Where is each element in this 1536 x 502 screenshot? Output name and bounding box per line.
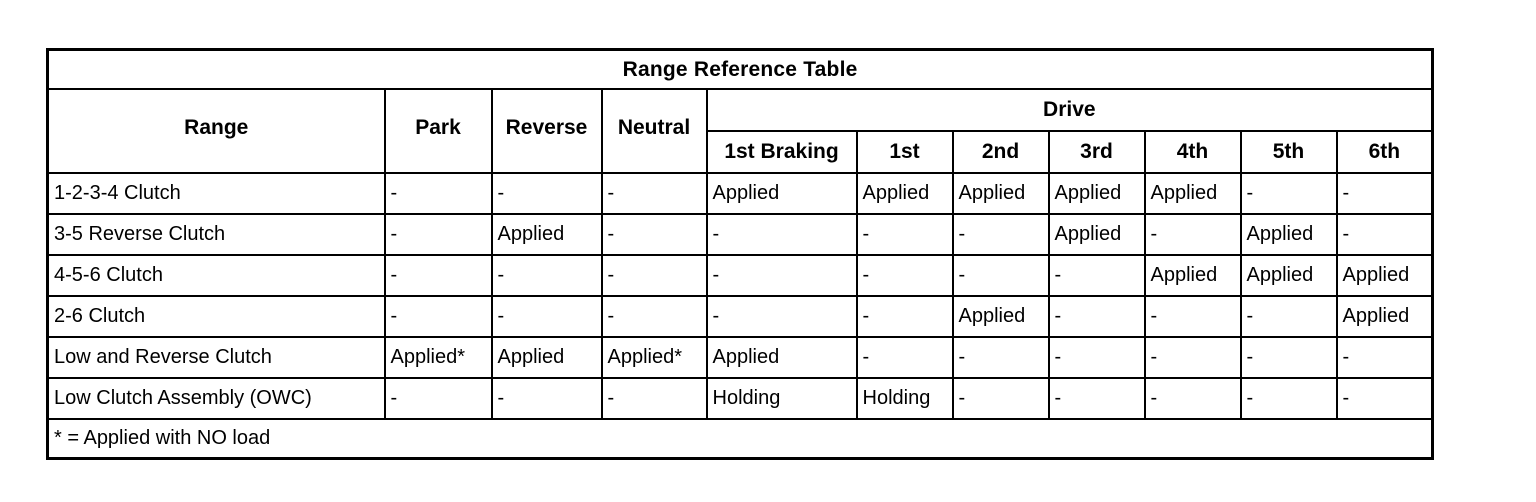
column-header-6th: 6th [1335, 129, 1434, 174]
table-cell: - [1047, 376, 1146, 420]
table-row: 2-6 Clutch - - - - - Applied - - - Appli… [46, 294, 1434, 338]
table-cell: - [1239, 335, 1338, 379]
table-footnote: * = Applied with NO load [46, 417, 1434, 460]
table-row: Low Clutch Assembly (OWC) - - - Holding … [46, 376, 1434, 420]
table-cell: - [490, 294, 603, 338]
table-row: 4-5-6 Clutch - - - - - - - Applied Appli… [46, 253, 1434, 297]
column-header-neutral: Neutral [600, 87, 708, 174]
table-cell: - [705, 212, 858, 256]
table-cell: - [1335, 212, 1434, 256]
column-group-header-drive: Drive [705, 87, 1434, 132]
table-cell: - [855, 294, 954, 338]
table-cell: - [855, 212, 954, 256]
table-cell: Applied [1047, 212, 1146, 256]
table-cell: - [600, 294, 708, 338]
table-cell: - [855, 253, 954, 297]
table-cell: - [600, 376, 708, 420]
table-row: 3-5 Reverse Clutch - Applied - - - - App… [46, 212, 1434, 256]
table-cell: - [1239, 171, 1338, 215]
table-cell: - [1335, 376, 1434, 420]
table-cell: Applied [951, 171, 1050, 215]
table-cell: Holding [705, 376, 858, 420]
table-cell: - [1335, 335, 1434, 379]
column-header-3rd: 3rd [1047, 129, 1146, 174]
table-cell: - [1335, 171, 1434, 215]
table-title: Range Reference Table [46, 48, 1434, 90]
column-header-4th: 4th [1143, 129, 1242, 174]
table-cell: - [490, 171, 603, 215]
table-cell: - [600, 171, 708, 215]
table-subheader-row: 1st Braking 1st 2nd 3rd 4th 5th 6th [48, 129, 1434, 174]
row-label: Low Clutch Assembly (OWC) [46, 376, 386, 420]
table-cell: Applied* [600, 335, 708, 379]
range-reference-table-container: Range Reference Table Range Park Reverse… [46, 48, 1435, 460]
table-row: 1-2-3-4 Clutch - - - Applied Applied App… [46, 171, 1434, 215]
table-cell: - [383, 294, 493, 338]
row-label: Low and Reverse Clutch [46, 335, 386, 379]
table-footnote-row: * = Applied with NO load [46, 417, 1434, 460]
table-cell: Applied [1335, 253, 1434, 297]
table-cell: - [1143, 294, 1242, 338]
table-cell: - [855, 335, 954, 379]
table-cell: - [1143, 376, 1242, 420]
table-cell: Applied [490, 212, 603, 256]
table-row: Low and Reverse Clutch Applied* Applied … [46, 335, 1434, 379]
table-cell: - [490, 376, 603, 420]
table-cell: - [1239, 376, 1338, 420]
table-cell: - [705, 253, 858, 297]
table-cell: - [600, 253, 708, 297]
table-cell: Applied [855, 171, 954, 215]
table-cell: - [490, 253, 603, 297]
table-cell: - [951, 253, 1050, 297]
table-cell: - [1143, 212, 1242, 256]
table-cell: - [1143, 335, 1242, 379]
table-cell: Applied [490, 335, 603, 379]
table-cell: Applied [705, 171, 858, 215]
table-cell: Applied [1239, 253, 1338, 297]
column-header-range: Range [46, 87, 386, 174]
column-header-reverse: Reverse [490, 87, 603, 174]
table-cell: - [951, 376, 1050, 420]
row-label: 2-6 Clutch [46, 294, 386, 338]
table-cell: Applied [951, 294, 1050, 338]
table-cell: - [1047, 253, 1146, 297]
table-cell: - [1047, 294, 1146, 338]
table-cell: - [951, 212, 1050, 256]
table-cell: - [1047, 335, 1146, 379]
table-cell: - [705, 294, 858, 338]
table-cell: Applied [1143, 253, 1242, 297]
table-cell: Holding [855, 376, 954, 420]
table-cell: - [1239, 294, 1338, 338]
column-header-park: Park [383, 87, 493, 174]
table-body: Range Reference Table Range Park Reverse… [46, 48, 1434, 460]
table-cell: Applied [1335, 294, 1434, 338]
column-header-5th: 5th [1239, 129, 1338, 174]
table-cell: Applied [1143, 171, 1242, 215]
table-cell: - [951, 335, 1050, 379]
table-title-row: Range Reference Table [46, 48, 1434, 90]
table-cell: Applied [705, 335, 858, 379]
table-cell: - [600, 212, 708, 256]
column-header-1st-braking: 1st Braking [705, 129, 858, 174]
table-cell: Applied [1239, 212, 1338, 256]
table-cell: Applied* [383, 335, 493, 379]
table-cell: - [383, 171, 493, 215]
row-label: 1-2-3-4 Clutch [46, 171, 386, 215]
table-cell: Applied [1047, 171, 1146, 215]
table-cell: - [383, 253, 493, 297]
row-label: 4-5-6 Clutch [46, 253, 386, 297]
column-header-2nd: 2nd [951, 129, 1050, 174]
range-reference-table: Range Reference Table Range Park Reverse… [46, 48, 1435, 460]
column-header-1st: 1st [855, 129, 954, 174]
table-cell: - [383, 212, 493, 256]
row-label: 3-5 Reverse Clutch [46, 212, 386, 256]
table-cell: - [383, 376, 493, 420]
table-group-header-row: Range Park Reverse Neutral Drive [46, 87, 1434, 174]
